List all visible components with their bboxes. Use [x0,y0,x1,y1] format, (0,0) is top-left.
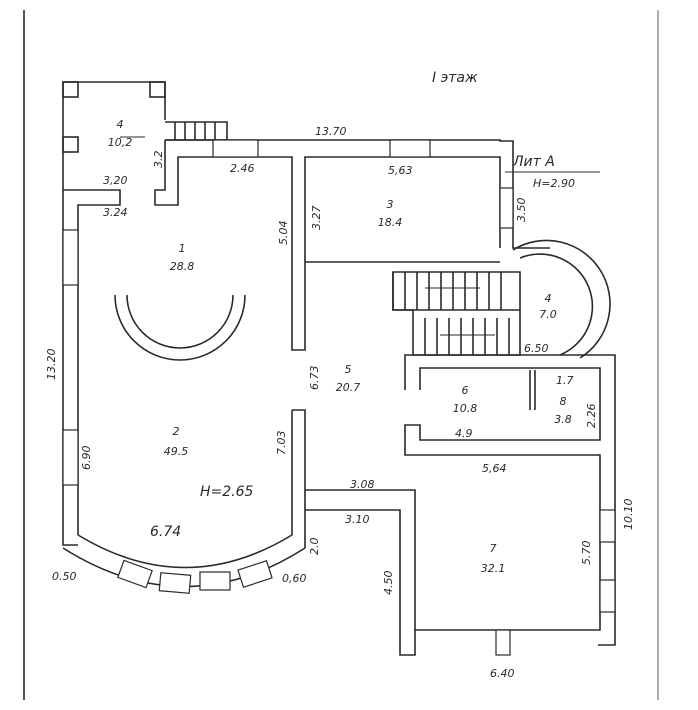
dim: 2.0 [308,538,321,556]
room-area: 20.7 [336,381,361,394]
floor-title: I этаж [432,70,478,86]
dim: 3,20 [103,174,128,187]
dim: 7.03 [275,431,288,456]
room-area: 3.8 [554,413,572,426]
dim: 3.24 [103,206,128,219]
dim: 13.70 [315,125,347,138]
dim: 5.04 [277,221,290,246]
room-labels: 4 10,2 1 28.8 3 18.4 4 7.0 5 20.7 6 10.8… [108,118,572,575]
walls [62,139,616,656]
room-num: 4 [117,118,124,131]
room-area: 32.1 [481,562,506,575]
dim: 6.50 [524,342,549,355]
dim: 2.46 [230,162,255,175]
porch-walls [62,81,228,190]
room-num: 3 [387,198,394,211]
dim: 0,60 [282,572,307,585]
room-num: 4 [545,292,552,305]
dim: 6.90 [80,446,93,471]
dim: 6.74 [150,524,181,540]
room-num: 8 [560,395,567,408]
room-area: 49.5 [164,445,189,458]
windows [62,139,616,656]
dim: 10.10 [622,499,635,531]
room-area: 10.8 [453,402,478,415]
dim: 4.50 [382,571,395,596]
dim: 4.9 [455,427,473,440]
dim: 5,63 [388,164,413,177]
dim: 6.40 [490,667,515,680]
dim: 5.70 [580,541,593,566]
dim: 5,64 [482,462,507,475]
dim: 6.73 [308,366,321,391]
arch-partition-inner [126,294,234,349]
dim: 0.50 [52,570,77,583]
room-area: 10,2 [108,136,133,149]
dim: 13.20 [45,349,58,381]
dim: 3.50 [515,198,528,223]
liter-label: Лит А [512,154,555,170]
room-area: 28.8 [170,260,195,273]
dim: 3.27 [310,206,323,231]
room-num: 5 [345,363,352,376]
room-area: 7.0 [539,308,557,321]
room-num: 7 [490,542,497,555]
dim: 3.10 [345,513,370,526]
arch-partition [114,294,246,361]
dim: 3.2 [152,151,165,169]
room-num: 1 [179,242,186,255]
dim: 3.08 [350,478,375,491]
dim: 2.26 [585,404,598,429]
height-label: H=2.90 [533,177,575,190]
room-num: 6 [462,384,469,397]
dim: 1.7 [556,374,574,387]
dimension-labels: 13.70 3.2 2.46 5,63 3.50 3,20 3.24 5.04 … [45,125,635,680]
room-num: 2 [173,425,180,438]
hall-height-label: H=2.65 [200,484,254,500]
room-area: 18.4 [378,216,403,229]
